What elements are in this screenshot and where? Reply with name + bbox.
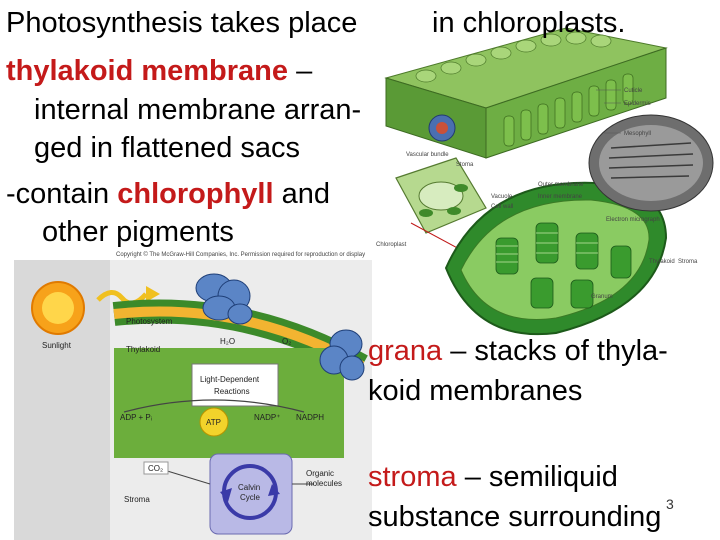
stroma-definition: – semiliquid: [456, 461, 618, 493]
label-em: Electron micrograph: [606, 217, 660, 223]
label-chloroplast: Chloroplast: [376, 242, 407, 248]
label-vascular: Vascular bundle: [406, 152, 449, 158]
label-h2o: H₂O: [220, 337, 235, 346]
label-light-reactions-1: Light-Dependent: [200, 375, 260, 384]
label-organic-1: Organic: [306, 469, 334, 478]
label-light-reactions-2: Reactions: [214, 387, 250, 396]
dash: –: [288, 55, 313, 87]
grana-definition: – stacks of thyla-: [442, 335, 668, 367]
thylakoid-desc-1: internal membrane arran-: [34, 94, 362, 126]
label-thylakoid: Thylakoid: [126, 345, 160, 354]
term-grana: grana: [368, 335, 443, 367]
term-stroma: stroma: [368, 461, 457, 493]
label-vacuole: Vacuole: [491, 194, 513, 200]
term-chlorophyll: chlorophyll: [117, 178, 274, 210]
label-thylakoid-leaf: Thylakoid: [649, 259, 675, 265]
photosynthesis-diagram: Copyright © The McGraw-Hill Companies, I…: [14, 248, 372, 540]
label-granum: Granum: [591, 294, 613, 300]
label-stoma: Stoma: [456, 162, 474, 168]
label-calvin-2: Cycle: [240, 493, 261, 502]
label-stroma-leaf: Stroma: [678, 259, 698, 265]
label-o2: O₂: [282, 337, 291, 346]
label-cuticle: Cuticle: [624, 88, 643, 94]
label-co2: CO₂: [148, 464, 163, 473]
label-outer-membrane: Outer membrane: [538, 182, 584, 188]
contain-prefix: -contain: [6, 178, 118, 210]
contain-suffix: and: [273, 178, 330, 210]
label-epidermis: Epidermis: [624, 101, 651, 107]
label-nadp: NADP⁺: [254, 413, 280, 422]
stroma-line-2: substance surrounding: [368, 501, 662, 533]
term-thylakoid-membrane: thylakoid membrane: [6, 55, 289, 87]
label-stroma-diagram: Stroma: [124, 495, 150, 504]
thylakoid-heading: thylakoid membrane –: [6, 54, 312, 88]
grana-line-1: grana – stacks of thyla-: [368, 334, 668, 368]
label-atp: ATP: [206, 418, 221, 427]
page-number: 3: [666, 496, 674, 512]
title-line-1: Photosynthesis takes place: [6, 6, 357, 40]
title-line-1b: in chloroplasts.: [432, 7, 626, 39]
grana-line-2: koid membranes: [368, 375, 583, 407]
leaf-chloroplast-illustration: Cuticle Epidermis Mesophyll Vascular bun…: [366, 8, 720, 338]
contain-line: -contain chlorophyll and: [6, 177, 330, 211]
label-cell-wall: Cell wall: [491, 204, 513, 210]
thylakoid-desc-2: ged in flattened sacs: [34, 132, 301, 164]
diagram-copyright: Copyright © The McGraw-Hill Companies, I…: [116, 251, 365, 258]
stroma-line-1: stroma – semiliquid: [368, 460, 618, 494]
label-calvin-1: Calvin: [238, 483, 260, 492]
label-mesophyll: Mesophyll: [624, 131, 651, 137]
label-photosystem: Photosystem: [126, 317, 173, 326]
label-adp: ADP + Pᵢ: [120, 413, 152, 422]
label-inner-membrane: Inner membrane: [538, 194, 583, 200]
pigments-line: other pigments: [42, 216, 234, 248]
label-sunlight: Sunlight: [42, 341, 72, 350]
label-nadph: NADPH: [296, 413, 324, 422]
label-organic-2: molecules: [306, 479, 342, 488]
title-part-1: Photosynthesis takes place: [6, 7, 358, 39]
